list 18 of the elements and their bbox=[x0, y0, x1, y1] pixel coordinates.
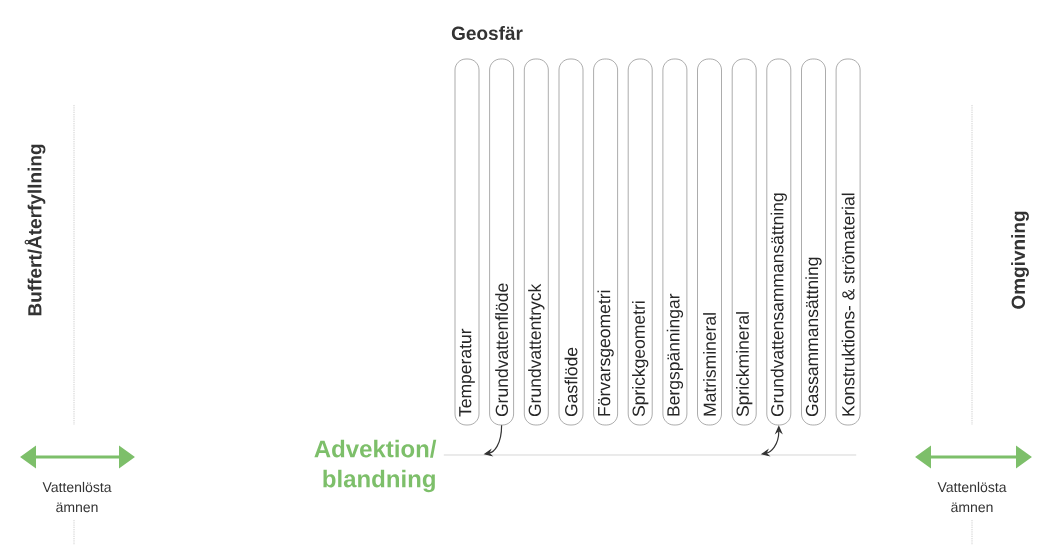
substance-label: Vattenlösta ämnen bbox=[937, 481, 1007, 513]
parameter-box: Matrismineral bbox=[697, 58, 722, 426]
parameter-box: Sprickgeometri bbox=[627, 58, 653, 426]
side-label: Omgivning bbox=[1011, 211, 1029, 309]
parameter-box: Gassammansättning bbox=[801, 58, 826, 426]
parameter-box: Grundvattentryck bbox=[524, 58, 549, 426]
parameter-box: Temperatur bbox=[454, 58, 480, 426]
parameter-box: Konstruktions- & strömaterial bbox=[835, 58, 861, 426]
side-label: Buffert/Återfyllning bbox=[24, 144, 46, 316]
parameter-box: Grundvattensammansättning bbox=[766, 58, 792, 426]
parameter-box: Bergspänningar bbox=[662, 58, 688, 426]
parameter-box: Grundvattenflöde bbox=[489, 58, 514, 426]
title: Geosfär bbox=[451, 26, 523, 40]
process-label: Advektion/ blandning bbox=[314, 439, 437, 493]
parameter-box: Gasflöde bbox=[558, 58, 584, 426]
parameter-box: Förvarsgeometri bbox=[593, 58, 618, 426]
parameter-box: Sprickmineral bbox=[731, 58, 757, 426]
substance-label: Vattenlösta ämnen bbox=[42, 481, 112, 513]
